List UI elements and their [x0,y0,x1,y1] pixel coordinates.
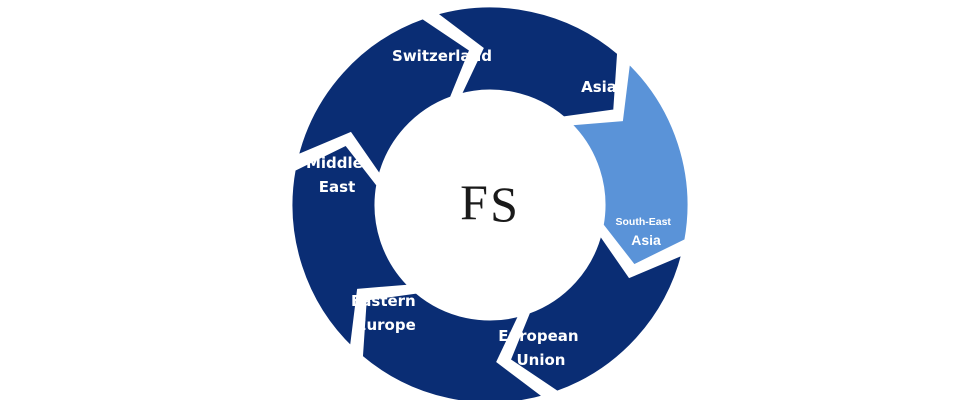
logo-letter-s: S [490,176,518,232]
label-middle-east: Middle East [306,154,368,196]
label-european-union: European Union [498,327,584,369]
center-disc [377,92,603,318]
label-eastern-europe: Eastern Europe [351,292,421,334]
segment-labels: Switzerland Asia South-East Asia Europea… [306,47,677,369]
label-south-east-asia: South-East Asia [616,210,677,248]
label-switzerland: Switzerland [392,47,492,65]
label-asia: Asia [581,78,617,96]
fs-logo: F S [460,174,518,232]
logo-letter-f: F [460,174,488,230]
